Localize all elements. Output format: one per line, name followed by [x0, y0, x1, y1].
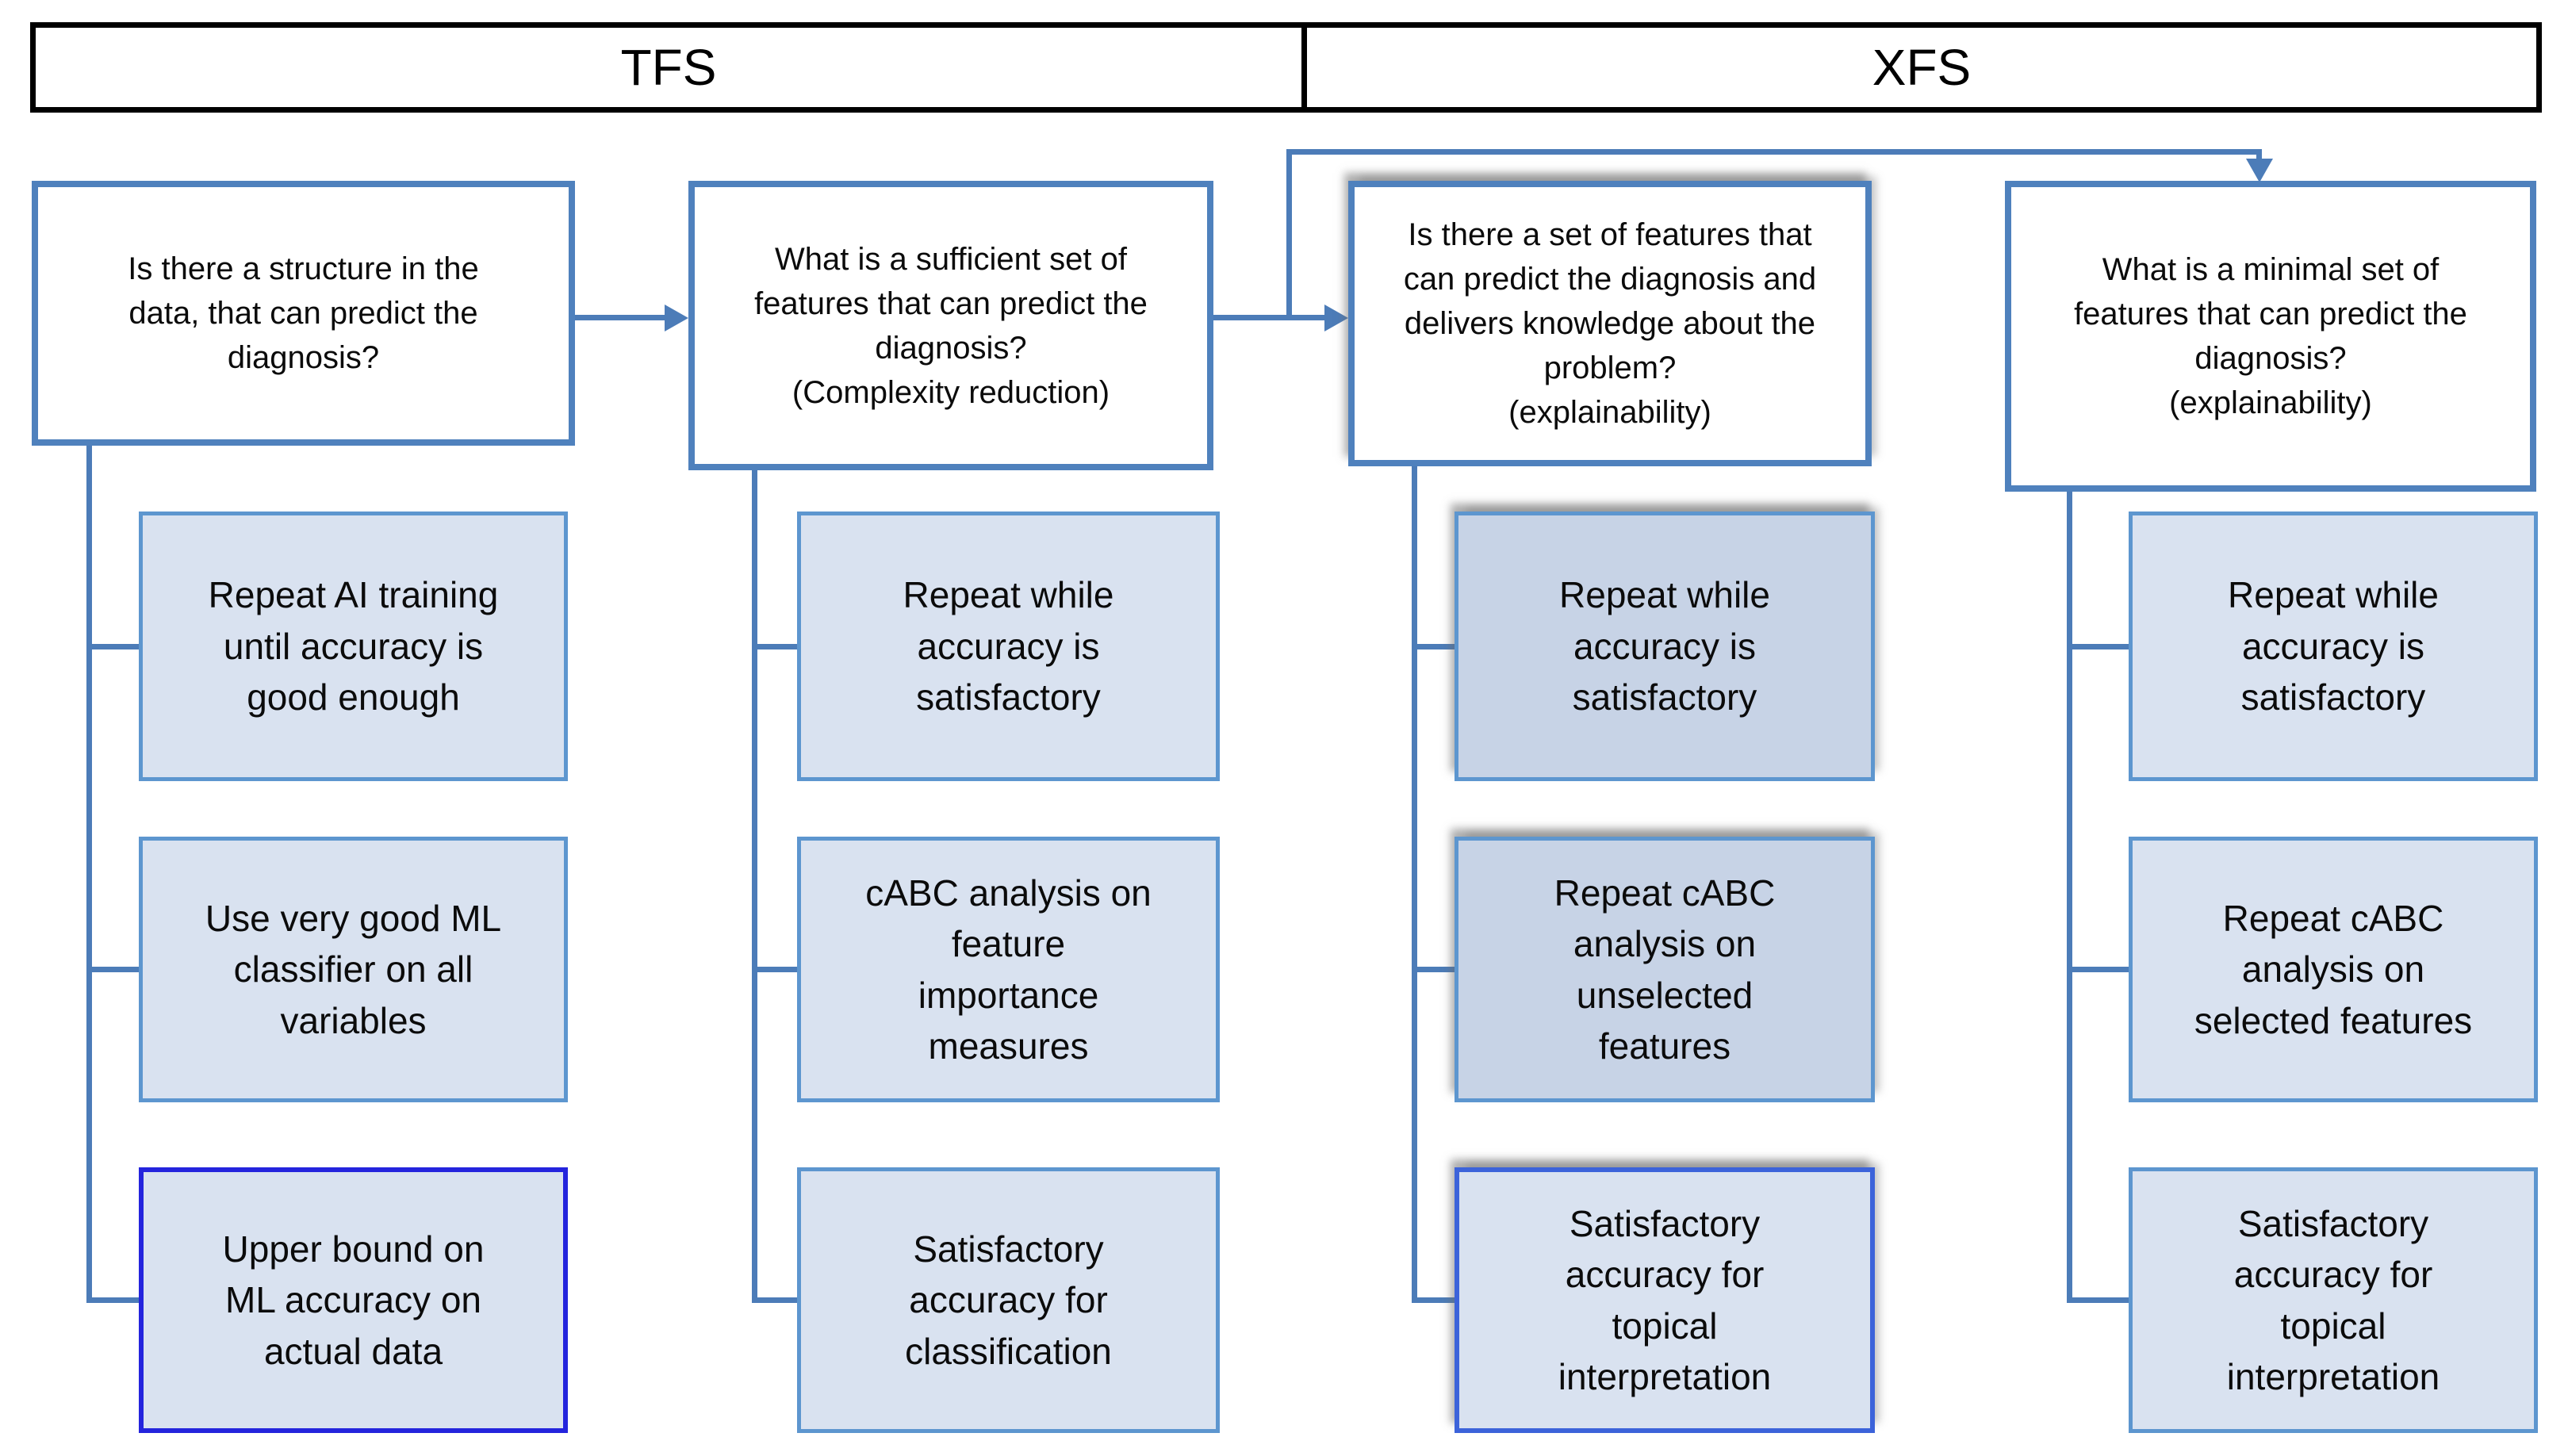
step-box-cabc-feature-importance: cABC analysis on feature importance meas… [797, 837, 1220, 1102]
step-box-upper-bound-ml-accuracy: Upper bound on ML accuracy on actual dat… [139, 1167, 568, 1433]
bracket-col4-stub-1 [2067, 644, 2129, 649]
question-box-structure-in-data: Is there a structure in the data, that c… [32, 181, 575, 446]
connector-q4-arrowhead-icon [2246, 159, 2273, 182]
step-box-satisfactory-topical-col4: Satisfactory accuracy for topical interp… [2129, 1167, 2538, 1433]
connector-q4-drop-line [2256, 149, 2262, 162]
question-box-minimal-set: What is a minimal set of features that c… [2005, 181, 2536, 492]
bracket-col1-stub-1 [86, 644, 139, 649]
bracket-col1-stub-3 [86, 1297, 139, 1303]
header-tfs: TFS [620, 39, 717, 96]
connector-q1-q2-arrowhead-icon [665, 305, 688, 331]
header-divider [1301, 28, 1307, 107]
bracket-col4-vertical [2067, 492, 2072, 1303]
header-band: TFS XFS [30, 22, 2542, 113]
step-box-repeat-cabc-unselected: Repeat cABC analysis on unselected featu… [1455, 837, 1875, 1102]
step-box-repeat-while-accuracy-col2: Repeat while accuracy is satisfactory [797, 512, 1220, 781]
bracket-col3-stub-1 [1412, 644, 1455, 649]
step-box-use-good-ml-classifier: Use very good ML classifier on all varia… [139, 837, 568, 1102]
connector-q2-q3-line [1213, 315, 1324, 320]
step-box-satisfactory-topical-col3: Satisfactory accuracy for topical interp… [1455, 1167, 1875, 1433]
step-box-repeat-ai-training: Repeat AI training until accuracy is goo… [139, 512, 568, 781]
step-box-repeat-while-accuracy-col3: Repeat while accuracy is satisfactory [1455, 512, 1875, 781]
header-xfs: XFS [1872, 39, 1972, 96]
bracket-col1-vertical [86, 446, 92, 1303]
bracket-col2-stub-3 [752, 1297, 797, 1303]
bracket-col2-stub-1 [752, 644, 797, 649]
step-box-repeat-while-accuracy-col4: Repeat while accuracy is satisfactory [2129, 512, 2538, 781]
bracket-col1-stub-2 [86, 967, 139, 972]
step-box-satisfactory-classification: Satisfactory accuracy for classification [797, 1167, 1220, 1433]
bracket-col3-stub-2 [1412, 967, 1455, 972]
bracket-col4-stub-3 [2067, 1297, 2129, 1303]
question-box-features-knowledge: Is there a set of features that can pred… [1348, 181, 1872, 466]
bracket-col3-stub-3 [1412, 1297, 1455, 1303]
connector-top-route-line [1286, 149, 2262, 155]
bracket-col3-vertical [1412, 466, 1417, 1303]
connector-junction-riser [1286, 149, 1292, 320]
connector-q1-q2-line [575, 315, 665, 320]
question-box-sufficient-set: What is a sufficient set of features tha… [688, 181, 1213, 470]
bracket-col4-stub-2 [2067, 967, 2129, 972]
bracket-col2-stub-2 [752, 967, 797, 972]
step-box-repeat-cabc-selected: Repeat cABC analysis on selected feature… [2129, 837, 2538, 1102]
bracket-col2-vertical [752, 470, 757, 1303]
connector-q2-q3-arrowhead-icon [1324, 305, 1348, 331]
